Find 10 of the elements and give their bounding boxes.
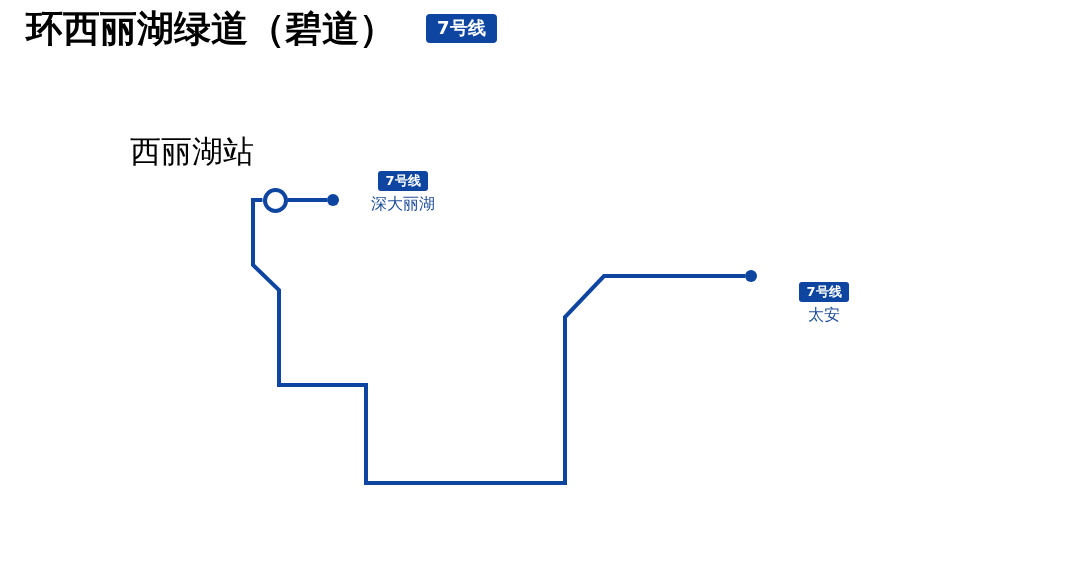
line-badge: 7号线 <box>799 282 849 303</box>
line-badge: 7号线 <box>426 14 497 43</box>
station-name: 深大丽湖 <box>371 194 435 215</box>
route-line <box>287 198 327 202</box>
station-name: 太安 <box>808 305 840 326</box>
route-line <box>251 198 745 485</box>
line-badge: 7号线 <box>378 171 428 192</box>
title: 环西丽湖绿道（碧道） <box>26 10 396 47</box>
station-ring <box>262 187 288 213</box>
station-name: 西丽湖站 <box>130 132 254 171</box>
